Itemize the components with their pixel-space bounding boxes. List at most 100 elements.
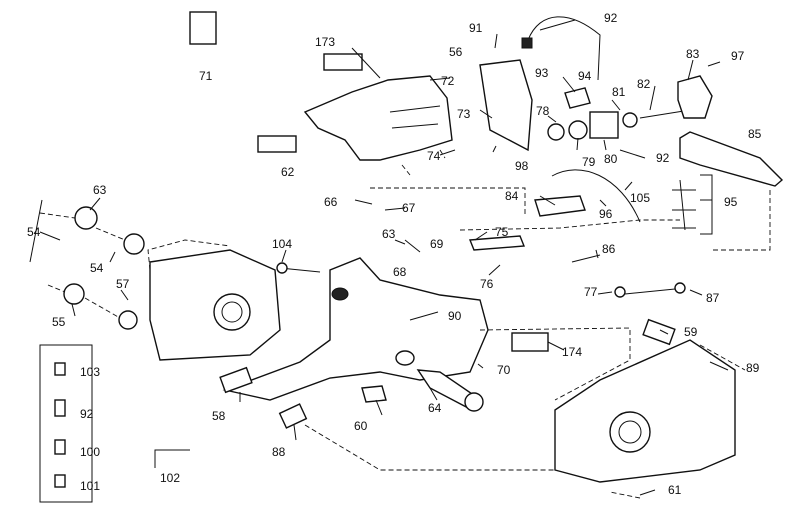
callout-78: 78 (536, 104, 550, 118)
callout-98: 98 (515, 159, 529, 173)
decal-174 (511, 332, 549, 352)
callout-72: 72 (441, 74, 455, 88)
bearing-inner (221, 301, 243, 323)
mount-63 (74, 206, 98, 230)
mount-57b (118, 310, 138, 330)
legend-part-100 (54, 439, 66, 455)
bracket-line-95 (700, 174, 713, 235)
callout-74: 74 (427, 149, 441, 163)
dash-6 (699, 344, 746, 371)
legend-part-92 (54, 399, 66, 417)
dash-3 (370, 187, 526, 215)
callout-97: 97 (731, 49, 745, 63)
housing-bore (609, 411, 651, 453)
callout-61: 61 (668, 483, 682, 497)
callout-71: 71 (199, 69, 213, 83)
callout-86: 86 (602, 242, 616, 256)
callout-84: 84 (505, 189, 519, 203)
callout-54-a: 54 (27, 225, 41, 239)
callout-91: 91 (469, 21, 483, 35)
callout-93: 93 (535, 66, 549, 80)
gasket-78 (547, 123, 565, 141)
callout-173: 173 (315, 35, 336, 49)
housing-bore-inner (618, 420, 642, 444)
pad-60 (361, 385, 387, 403)
spring-set-95 (672, 179, 696, 231)
link-75 (468, 235, 526, 251)
frame-boss (331, 287, 349, 301)
housing-83 (677, 75, 713, 119)
clip-77 (614, 286, 626, 298)
callout-54-b: 54 (90, 261, 104, 275)
callout-56: 56 (449, 45, 463, 59)
callout-75: 75 (495, 225, 509, 239)
callout-95: 95 (724, 195, 738, 209)
callout-69: 69 (430, 237, 444, 251)
callout-62: 62 (281, 165, 295, 179)
callout-85: 85 (748, 127, 762, 141)
callout-70: 70 (497, 363, 511, 377)
callout-83: 83 (686, 47, 700, 61)
callout-77: 77 (584, 285, 598, 299)
grip-58 (219, 366, 253, 394)
carburetor-80 (589, 111, 619, 139)
mount-57 (123, 233, 145, 255)
callout-92-top: 92 (604, 11, 618, 25)
callout-105: 105 (630, 191, 651, 205)
mount-59 (642, 318, 676, 346)
main-frame (222, 257, 489, 401)
callout-59: 59 (684, 325, 698, 339)
callout-60: 60 (354, 419, 368, 433)
dash-2 (304, 424, 555, 471)
screw-54 (29, 199, 43, 263)
callout-66: 66 (324, 195, 338, 209)
callout-82: 82 (637, 77, 651, 91)
callout-101: 101 (80, 479, 101, 493)
callout-94: 94 (578, 69, 592, 83)
hex-key-102 (154, 449, 190, 468)
callout-87: 87 (706, 291, 720, 305)
bearing-bore (213, 293, 251, 331)
mount-55 (63, 283, 85, 305)
callout-80: 80 (604, 152, 618, 166)
cable-end-93 (521, 37, 533, 49)
callout-64: 64 (428, 401, 442, 415)
callout-76: 76 (480, 277, 494, 291)
legend-part-101 (54, 474, 66, 488)
callout-92-legend: 92 (80, 407, 94, 421)
cap-64 (464, 392, 484, 412)
cable-96 (551, 169, 641, 223)
dash-8 (39, 212, 126, 319)
legend-part-103 (54, 362, 66, 376)
panel-73 (479, 59, 533, 152)
dash-10 (710, 190, 771, 251)
callout-81: 81 (612, 85, 626, 99)
cable-92-top (527, 16, 601, 81)
callout-103: 103 (80, 365, 101, 379)
lever-84 (534, 195, 586, 217)
dash-5 (479, 327, 631, 401)
decal-62 (257, 135, 297, 153)
dash-7 (609, 491, 641, 499)
top-cover-72 (303, 75, 453, 161)
dash-4 (459, 219, 680, 231)
callout-leaders (39, 19, 729, 496)
callout-55: 55 (52, 315, 66, 329)
callout-63-mid: 63 (382, 227, 396, 241)
knob-87 (674, 282, 686, 294)
callout-67: 67 (402, 201, 416, 215)
sleeve-88 (278, 403, 308, 429)
callout-100: 100 (80, 445, 101, 459)
callout-63-left: 63 (93, 183, 107, 197)
fuel-port (395, 350, 415, 366)
part-81 (622, 112, 638, 128)
legend-box (39, 344, 93, 503)
callout-92-mid: 92 (656, 151, 670, 165)
spacer-79 (568, 120, 588, 140)
callout-96: 96 (599, 207, 613, 221)
callout-88: 88 (272, 445, 286, 459)
callout-79: 79 (582, 155, 596, 169)
decal-71 (189, 11, 217, 45)
